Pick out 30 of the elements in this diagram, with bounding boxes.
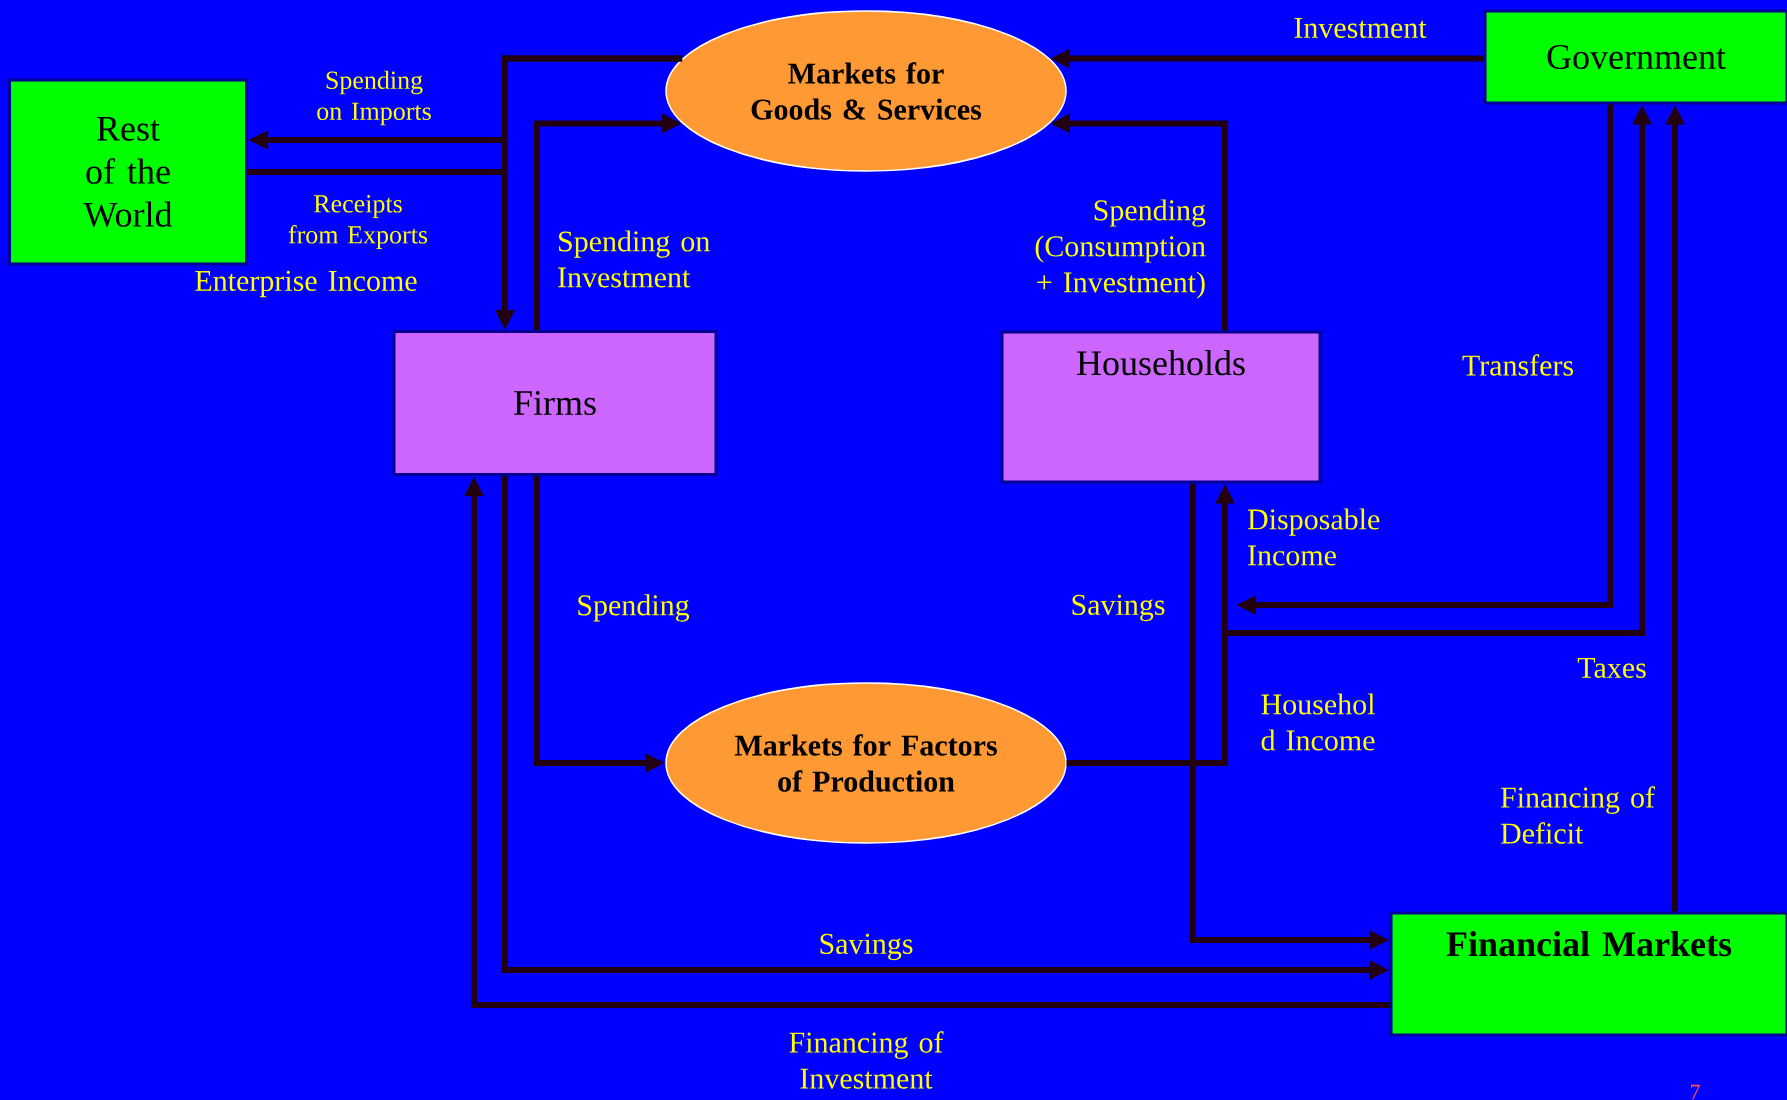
sector-box [1483,9,1787,105]
edge-label: Transfers [1462,354,1574,376]
sector-box [1389,911,1787,1037]
node-label: Markets for Goods & Services [751,62,982,120]
edge-label: Savings [1072,594,1165,622]
node-label: Markets for Factors of Production [734,734,997,792]
sector-box [392,330,718,476]
node-label: Rest of the World [83,116,173,228]
edge-label: Spending (Consumption + Investment) [1035,199,1206,299]
edge-label: Spending on Investment [558,230,710,288]
market-ellipse [665,682,1067,844]
node-label: Firms [514,390,596,416]
edge-label: Financing of Investment [789,1031,944,1089]
node-label: Households [1077,350,1245,376]
edge-label: Spending [578,594,690,622]
edge-label: Househol d Income [1261,693,1375,751]
node-label: Financial Markets [1446,931,1732,957]
node-label: Government [1547,44,1726,70]
edge-label: Financing of Deficit [1500,786,1655,844]
page-number: 7 [1690,1084,1700,1100]
edge-label: Taxes [1577,658,1646,678]
market-ellipse [665,10,1067,172]
edge-label: Investment [1294,18,1427,38]
flow-label: Disposable Income [1247,508,1380,566]
sector-box [8,78,248,266]
sector-box [1000,330,1322,484]
edge-label: Enterprise Income [195,270,417,298]
edge-label: Spending on Imports [317,70,431,126]
edge-label: Receipts from Exports [288,195,428,249]
edge-label: Savings [820,933,913,961]
